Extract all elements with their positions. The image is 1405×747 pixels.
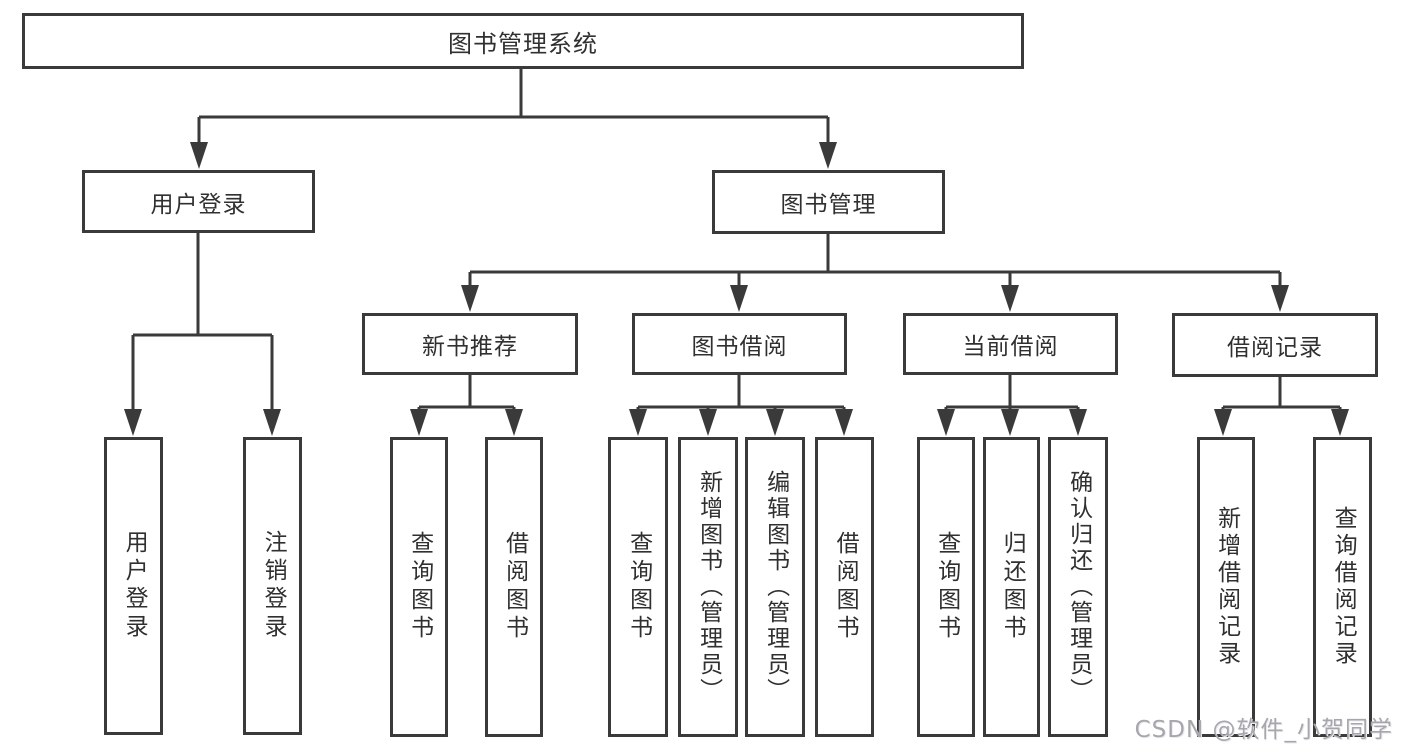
arrow-icon (190, 142, 208, 169)
arrow-icon (1001, 409, 1019, 436)
arrow-icon (410, 409, 428, 436)
node-label: 新增借阅记录 (1213, 506, 1240, 668)
arrow-icon (835, 409, 853, 436)
node-label: 查询图书 (933, 531, 960, 643)
node-book-borrow: 图书借阅 (632, 313, 847, 375)
node-label: 归还图书 (999, 531, 1026, 643)
node-borrow-records: 借阅记录 (1172, 313, 1378, 377)
arrow-icon (629, 409, 647, 436)
leaf-add-borrow-record: 新增借阅记录 (1197, 437, 1255, 737)
leaf-query-books-current: 查询图书 (917, 437, 975, 737)
node-label: 当前借阅 (962, 334, 1059, 360)
node-label: 借阅图书 (832, 531, 859, 643)
node-book-management: 图书管理 (712, 170, 945, 234)
node-label: 注销登录 (260, 530, 287, 642)
arrow-icon (766, 409, 784, 436)
arrow-icon (124, 409, 142, 436)
leaf-return-books: 归还图书 (983, 437, 1040, 737)
leaf-add-book-admin: 新增图书（管理员） (678, 437, 738, 737)
node-label: 新书推荐 (422, 334, 518, 360)
node-user-login-branch: 用户登录 (82, 170, 315, 233)
arrow-icon (461, 285, 479, 312)
node-label: 新增图书（管理员） (695, 470, 722, 704)
node-label: 查询图书 (406, 531, 433, 643)
arrow-icon (730, 285, 748, 312)
arrow-icon (819, 142, 837, 169)
leaf-user-login: 用户登录 (104, 437, 163, 735)
arrow-icon (1214, 409, 1232, 436)
leaf-query-books-recommend: 查询图书 (390, 437, 448, 737)
node-label: 借阅图书 (501, 531, 528, 643)
node-label: 图书管理系统 (448, 29, 598, 58)
arrow-icon (1001, 285, 1019, 312)
arrow-icon (1069, 409, 1087, 436)
arrow-icon (937, 409, 955, 436)
leaf-query-borrow-record: 查询借阅记录 (1313, 437, 1372, 737)
leaf-borrow-books-recommend: 借阅图书 (485, 437, 543, 737)
node-label: 图书借阅 (691, 334, 788, 360)
node-system-root: 图书管理系统 (22, 13, 1024, 69)
leaf-edit-book-admin: 编辑图书（管理员） (745, 437, 805, 737)
arrow-icon (699, 409, 717, 436)
arrow-icon (263, 409, 281, 436)
node-label: 编辑图书（管理员） (762, 470, 789, 704)
node-current-borrow: 当前借阅 (903, 313, 1118, 375)
node-label: 图书管理 (780, 192, 877, 218)
node-label: 查询图书 (625, 531, 652, 643)
node-label: 确认归还（管理员） (1065, 470, 1092, 704)
node-label: 用户登录 (150, 191, 247, 218)
node-label: 查询借阅记录 (1330, 506, 1357, 668)
node-label: 用户登录 (121, 530, 148, 642)
watermark: CSDN @软件_小贺同学 (1134, 717, 1393, 743)
leaf-query-books-borrow: 查询图书 (608, 437, 668, 737)
leaf-confirm-return-admin: 确认归还（管理员） (1048, 437, 1108, 737)
leaf-borrow-books: 借阅图书 (815, 437, 874, 737)
node-label: 借阅记录 (1227, 335, 1323, 361)
arrow-icon (505, 409, 523, 436)
arrow-icon (1271, 285, 1289, 312)
leaf-logout: 注销登录 (243, 437, 302, 735)
arrow-icon (1331, 409, 1349, 436)
node-new-book-recommend: 新书推荐 (362, 313, 578, 375)
